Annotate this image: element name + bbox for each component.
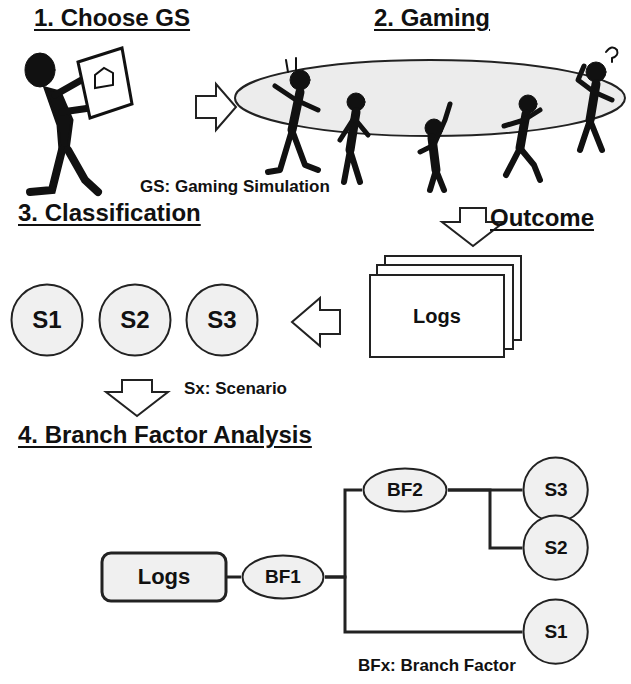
outline: [364, 469, 447, 512]
tree-connector: [227, 576, 241, 579]
outline: [524, 600, 588, 664]
step-heading: 3. Classification: [18, 199, 201, 227]
node-text: S3: [544, 479, 567, 501]
tree-connector: [448, 490, 522, 548]
outline: [100, 285, 171, 356]
node-text: Logs: [138, 564, 191, 590]
node-text: BF1: [265, 566, 301, 588]
scenario-circle: S1: [522, 598, 589, 665]
node-text: S3: [207, 306, 236, 334]
node-text: S2: [120, 306, 149, 334]
branch-factor-ellipse: BF1: [241, 554, 325, 600]
gaming-table: [235, 60, 625, 136]
node-text: S1: [32, 306, 61, 334]
log-sheet: Logs: [369, 274, 505, 358]
step-heading: 2. Gaming: [374, 4, 490, 32]
scenario-circle: S3: [522, 456, 589, 523]
outline: [187, 285, 258, 356]
outline: [370, 275, 504, 357]
tree-connector: [325, 490, 362, 577]
player-figures: [268, 47, 617, 190]
sign-board: [78, 48, 132, 118]
legend-note: Sx: Scenario: [184, 379, 287, 399]
outline: [524, 458, 588, 522]
node-text: S1: [544, 621, 567, 643]
node-text: Logs: [413, 305, 461, 328]
step-heading: 4. Branch Factor Analysis: [18, 421, 312, 449]
legend-note: GS: Gaming Simulation: [140, 177, 330, 197]
scenario-circle: S1: [10, 283, 84, 357]
outline: [102, 553, 226, 601]
log-box: Logs: [101, 552, 227, 602]
step-heading: Outcome: [490, 204, 594, 232]
step-heading: 1. Choose GS: [34, 4, 190, 32]
outline: [524, 516, 588, 580]
block-arrow: [196, 84, 236, 130]
scenario-circle: S2: [98, 283, 172, 357]
block-arrow: [106, 380, 168, 416]
node-text: BF2: [387, 479, 423, 501]
outline: [12, 285, 83, 356]
tree-connector: [325, 577, 522, 632]
block-arrow: [292, 298, 340, 346]
branch-factor-ellipse: BF2: [362, 467, 448, 513]
scenario-circle: S2: [522, 514, 589, 581]
scenario-circle: S3: [185, 283, 259, 357]
legend-note: BFx: Branch Factor: [358, 656, 516, 676]
outline: [243, 556, 324, 599]
node-text: S2: [544, 537, 567, 559]
